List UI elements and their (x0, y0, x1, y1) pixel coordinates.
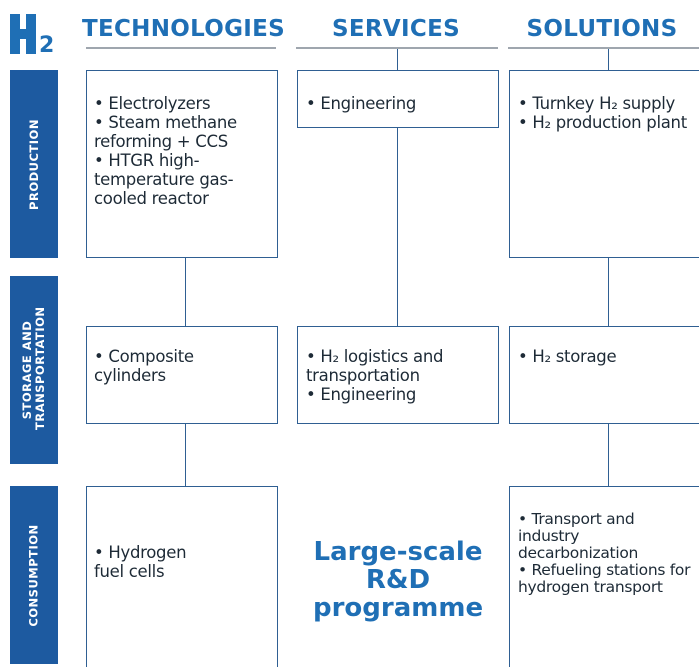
connector-line (185, 424, 187, 486)
list-item: • Steam methane reforming + CCS (94, 113, 237, 151)
rd-programme-text: Large-scale R&D programme (313, 537, 484, 623)
svg-text:2: 2 (39, 33, 54, 54)
cell-storage-technologies: • Composite cylinders (86, 326, 278, 424)
list-item: • Turnkey H₂ supply (518, 94, 676, 113)
column-header-solutions: SOLUTIONS (526, 16, 678, 42)
connector-line (185, 258, 187, 326)
list-item: • Engineering (306, 94, 417, 113)
row-label-text: CONSUMPTION (26, 523, 41, 627)
list-item: • Hydrogen fuel cells (94, 543, 187, 581)
cell-production-technologies: • Electrolyzers • Steam methane reformin… (86, 70, 278, 258)
column-header-technologies: TECHNOLOGIES (82, 16, 286, 42)
row-label-text: PRODUCTION (26, 118, 41, 210)
list-item: • H₂ logistics and transportation (306, 347, 444, 385)
h2-logo: 2 (10, 14, 54, 54)
row-label-production: PRODUCTION (10, 70, 58, 258)
list-item: • HTGR high-temperature gas-cooled react… (94, 151, 234, 208)
cell-consumption-solutions: • Transport and industry decarbonization… (509, 486, 699, 667)
connector-line (608, 258, 610, 326)
list-item: • Refueling stations for hydrogen transp… (518, 561, 691, 596)
cell-storage-services: • H₂ logistics and transportation • Engi… (297, 326, 499, 424)
header-divider (296, 47, 498, 49)
list-item: • Transport and industry decarbonization (518, 510, 639, 562)
row-label-text: STORAGE AND TRANSPORTATION (20, 306, 47, 430)
connector-line (397, 128, 399, 326)
connector-line (608, 424, 610, 486)
list-item: • Composite cylinders (94, 347, 194, 385)
list-item: • H₂ production plant (518, 113, 687, 132)
cell-production-services: • Engineering (297, 70, 499, 128)
cell-storage-solutions: • H₂ storage (509, 326, 699, 424)
list-item: • H₂ storage (518, 347, 617, 366)
list-item: • Electrolyzers (94, 94, 211, 113)
cell-production-solutions: • Turnkey H₂ supply • H₂ production plan… (509, 70, 699, 258)
header-divider (86, 47, 276, 49)
column-header-services: SERVICES (332, 16, 460, 42)
list-item: • Engineering (306, 385, 417, 404)
header-divider (508, 47, 699, 49)
connector-line (608, 49, 610, 70)
row-label-storage-transportation: STORAGE AND TRANSPORTATION (10, 276, 58, 464)
cell-consumption-technologies: • Hydrogen fuel cells (86, 486, 278, 667)
rd-programme-highlight: Large-scale R&D programme (297, 538, 499, 622)
connector-line (397, 49, 399, 70)
row-label-consumption: CONSUMPTION (10, 486, 58, 664)
